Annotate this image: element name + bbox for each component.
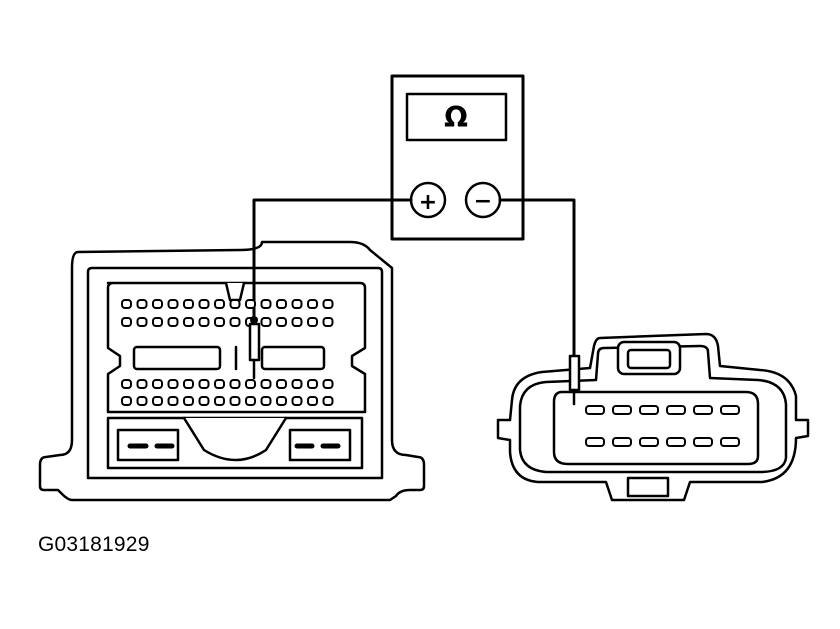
module-pin [291, 299, 303, 309]
module-pin [276, 396, 287, 406]
module-pin [307, 396, 318, 406]
module-pin [322, 299, 334, 309]
module-pin [183, 299, 194, 309]
module-pin [214, 379, 225, 389]
module-pin [260, 317, 272, 327]
negative-lead [500, 198, 576, 358]
module-pin [260, 396, 272, 406]
harness-shell [496, 332, 810, 502]
module-pin [322, 379, 334, 389]
harness-pin [720, 405, 740, 415]
ohmmeter-display [405, 92, 508, 142]
module-pin [198, 299, 210, 309]
harness-pin [639, 437, 659, 447]
module-pin [136, 396, 148, 406]
module-pin [307, 317, 318, 327]
module-pin [245, 299, 256, 309]
module-pin [183, 317, 194, 327]
module-pin [136, 317, 148, 327]
module-pin [260, 299, 272, 309]
module-pin [214, 396, 225, 406]
harness-pin [693, 437, 713, 447]
module-pin [229, 317, 241, 327]
harness-pin [666, 405, 686, 415]
module-pin [121, 299, 132, 309]
module-slot-right [260, 345, 326, 371]
harness-connector [496, 332, 810, 502]
module-pin [229, 299, 241, 309]
test-leads [252, 198, 576, 358]
harness-pin [639, 405, 659, 415]
module-pin [167, 379, 179, 389]
negative-probe [568, 354, 581, 406]
module-pin [260, 379, 272, 389]
module-flange [38, 240, 426, 502]
module-pin [121, 379, 132, 389]
harness-pin [666, 437, 686, 447]
harness-pin-cavity [552, 390, 760, 466]
ohmmeter [390, 74, 525, 241]
module-pin [229, 396, 241, 406]
module-pin [322, 396, 334, 406]
module-pin [167, 317, 179, 327]
positive-lead [252, 198, 411, 322]
module-pin [167, 396, 179, 406]
module-pin [198, 379, 210, 389]
harness-pin [585, 405, 605, 415]
harness-tab [626, 476, 670, 498]
module-pin [167, 299, 179, 309]
harness-pin [612, 437, 632, 447]
module-pin [152, 299, 163, 309]
module-pin [322, 317, 334, 327]
module-pin [152, 396, 163, 406]
module-housing [86, 266, 384, 480]
module-pin [276, 379, 287, 389]
harness-pins [585, 405, 740, 447]
module-pin [136, 379, 148, 389]
module-pin [198, 396, 210, 406]
module-pins [121, 299, 334, 406]
module-pin [276, 317, 287, 327]
figure-id: G03181929 [38, 533, 150, 556]
module-pin [136, 299, 148, 309]
module-pin [183, 396, 194, 406]
module-slot-left [132, 345, 222, 371]
harness-pin [693, 405, 713, 415]
module-pin [245, 396, 256, 406]
positive-terminal-label: + [419, 190, 437, 215]
module-pin [291, 317, 303, 327]
module-pin [152, 317, 163, 327]
module-pin [121, 396, 132, 406]
module-pin [276, 299, 287, 309]
module-connector [38, 240, 426, 502]
module-pin [229, 379, 241, 389]
harness-pin [612, 405, 632, 415]
module-pin [245, 379, 256, 389]
module-pin [307, 299, 318, 309]
module-pin [307, 379, 318, 389]
module-pin [152, 379, 163, 389]
harness-pin [585, 437, 605, 447]
module-pin [214, 299, 225, 309]
harness-pin [720, 437, 740, 447]
module-pin [214, 317, 225, 327]
module-pin [183, 379, 194, 389]
module-pin [291, 379, 303, 389]
module-pin-face [106, 281, 367, 414]
ohm-symbol: Ω [444, 101, 468, 134]
module-pin [198, 317, 210, 327]
negative-terminal-label: − [474, 189, 492, 214]
module-pin [121, 317, 132, 327]
module-pin [291, 396, 303, 406]
positive-probe [248, 316, 261, 380]
